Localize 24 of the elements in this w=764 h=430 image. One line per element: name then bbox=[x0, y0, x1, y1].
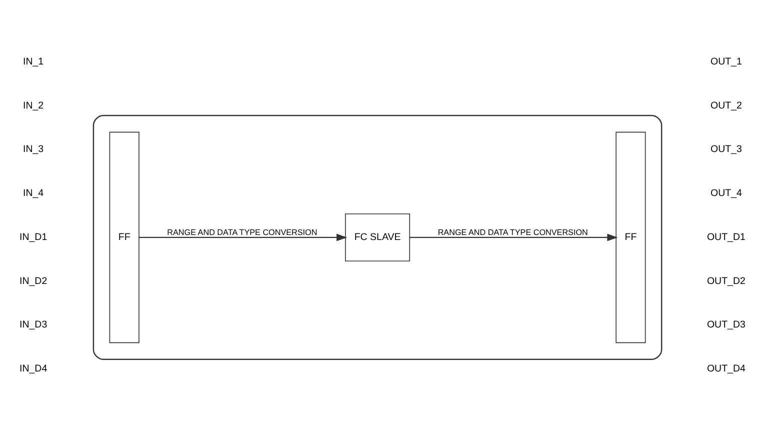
label: OUT_4 bbox=[710, 188, 742, 199]
label: IN_2 bbox=[23, 100, 44, 111]
label: IN_D1 bbox=[19, 231, 48, 242]
label: OUT_3 bbox=[710, 144, 742, 155]
edge-label: RANGE AND DATA TYPE CONVERSION bbox=[167, 228, 318, 237]
label: IN_D3 bbox=[19, 319, 48, 330]
label: OUT_1 bbox=[710, 56, 742, 67]
label: IN_3 bbox=[23, 144, 44, 155]
label: OUT_D3 bbox=[706, 319, 746, 330]
label: IN_D4 bbox=[19, 363, 48, 374]
label: OUT_D4 bbox=[706, 363, 746, 374]
arrow bbox=[410, 233, 618, 241]
node-box: FF bbox=[109, 131, 140, 343]
arrow bbox=[139, 233, 348, 241]
label: OUT_D2 bbox=[706, 275, 746, 286]
node-box: FC SLAVE bbox=[345, 212, 410, 261]
cluster bbox=[92, 114, 662, 360]
edge-label: RANGE AND DATA TYPE CONVERSION bbox=[438, 228, 588, 237]
label: OUT_D1 bbox=[706, 231, 746, 242]
label: OUT_2 bbox=[710, 100, 742, 111]
label: IN_D2 bbox=[19, 275, 48, 286]
label: IN_1 bbox=[23, 56, 44, 67]
node-box: FF bbox=[616, 131, 646, 343]
label: IN_4 bbox=[23, 188, 44, 199]
